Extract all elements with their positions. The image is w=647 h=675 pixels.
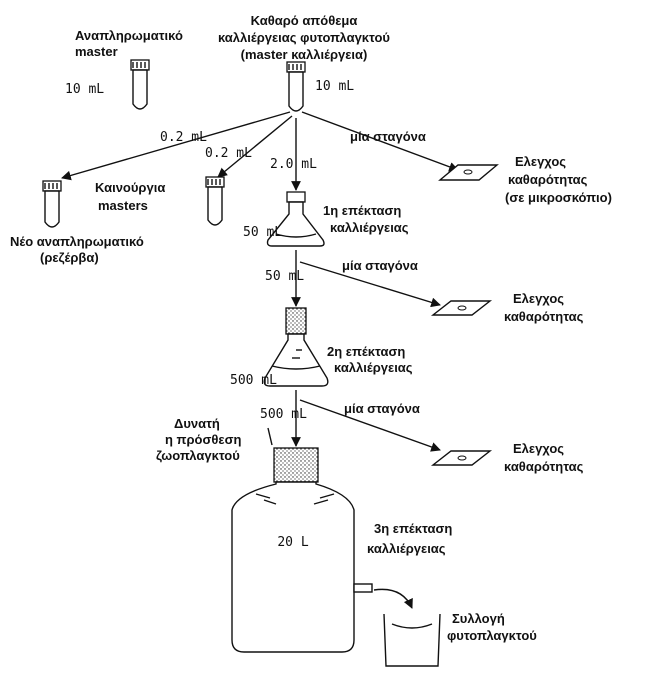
carboy-volume-label: 20 L	[277, 535, 308, 550]
drop3-label: μία σταγόνα	[344, 401, 420, 416]
stock-label-line3: (master καλλιέργεια)	[241, 47, 368, 62]
culture-carboy	[231, 447, 373, 653]
flask1-title-line1: 1η επέκταση	[323, 203, 401, 218]
check2-line2: καθαρότητας	[504, 309, 584, 324]
carboy-title-line2: καλλιέργειας	[367, 541, 446, 556]
transfer-flask1-label: 2.0 mL	[270, 157, 317, 172]
drop1-label: μία σταγόνα	[350, 129, 426, 144]
new-reserve-line1: Νέο αναπληρωματικό	[10, 234, 144, 249]
culture-flask-1	[266, 191, 325, 247]
harvest-line2: φυτοπλαγκτού	[447, 628, 537, 643]
transfer-flask2-label: 50 mL	[265, 269, 304, 284]
check3-line1: Ελεγχος	[513, 441, 564, 456]
stock-master-tube	[286, 61, 306, 112]
reserve-master-label-line1: Αναπληρωματικό	[75, 28, 183, 43]
arrow-to-check2	[299, 261, 441, 308]
stock-volume-label: 10 mL	[315, 79, 354, 94]
check2-line1: Ελεγχος	[513, 291, 564, 306]
check1-line1: Ελεγχος	[515, 154, 566, 169]
transfer-carboy-label: 500 mL	[260, 407, 307, 422]
microscope-slide-3	[430, 450, 493, 466]
arrow-to-new-masters	[217, 115, 293, 178]
reserve-volume-label: 10 mL	[65, 82, 104, 97]
zooplankton-note-line3: ζωοπλαγκτού	[156, 448, 240, 463]
flask2-title-line1: 2η επέκταση	[327, 344, 405, 359]
microscope-slide-1	[438, 164, 499, 181]
zooplankton-note-line1: Δυνατή	[174, 416, 220, 431]
arrow-to-new-reserve	[61, 111, 291, 181]
flask2-title-line2: καλλιέργειας	[334, 360, 413, 375]
microscope-slide-2	[430, 300, 493, 316]
flask2-volume-label: 500 mL	[230, 373, 277, 388]
stock-label-line1: Καθαρό απόθεμα	[251, 13, 358, 28]
drop2-label: μία σταγόνα	[342, 258, 418, 273]
arrow-to-harvest	[373, 588, 413, 609]
transfer-mid-label: 0.2 mL	[205, 146, 252, 161]
new-masters-line2: masters	[98, 198, 148, 213]
harvest-beaker	[383, 613, 441, 667]
check1-line3: (σε μικροσκόπιο)	[505, 190, 612, 205]
flask1-volume-label: 50 mL	[243, 225, 282, 240]
transfer-left-label: 0.2 mL	[160, 130, 207, 145]
culture-flask-2	[263, 307, 329, 387]
new-master-tube	[205, 176, 225, 226]
check1-line2: καθαρότητας	[508, 172, 588, 187]
flask1-title-line2: καλλιέργειας	[330, 220, 409, 235]
reserve-master-tube	[130, 59, 150, 110]
stock-label-line2: καλλιέργειας φυτοπλαγκτού	[218, 30, 390, 45]
new-masters-line1: Καινούργια	[95, 180, 165, 195]
reserve-master-label-line2: master	[75, 44, 118, 59]
harvest-line1: Συλλογή	[452, 611, 505, 626]
zooplankton-note-line2: η πρόσθεση	[165, 432, 241, 447]
new-reserve-line2: (ρεζέρβα)	[40, 250, 99, 265]
zooplankton-pointer	[267, 427, 273, 446]
arrow-to-check3	[299, 399, 441, 452]
check3-line2: καθαρότητας	[504, 459, 584, 474]
new-reserve-tube	[42, 180, 62, 228]
arrow-to-check1	[301, 111, 459, 172]
carboy-title-line1: 3η επέκταση	[374, 521, 452, 536]
